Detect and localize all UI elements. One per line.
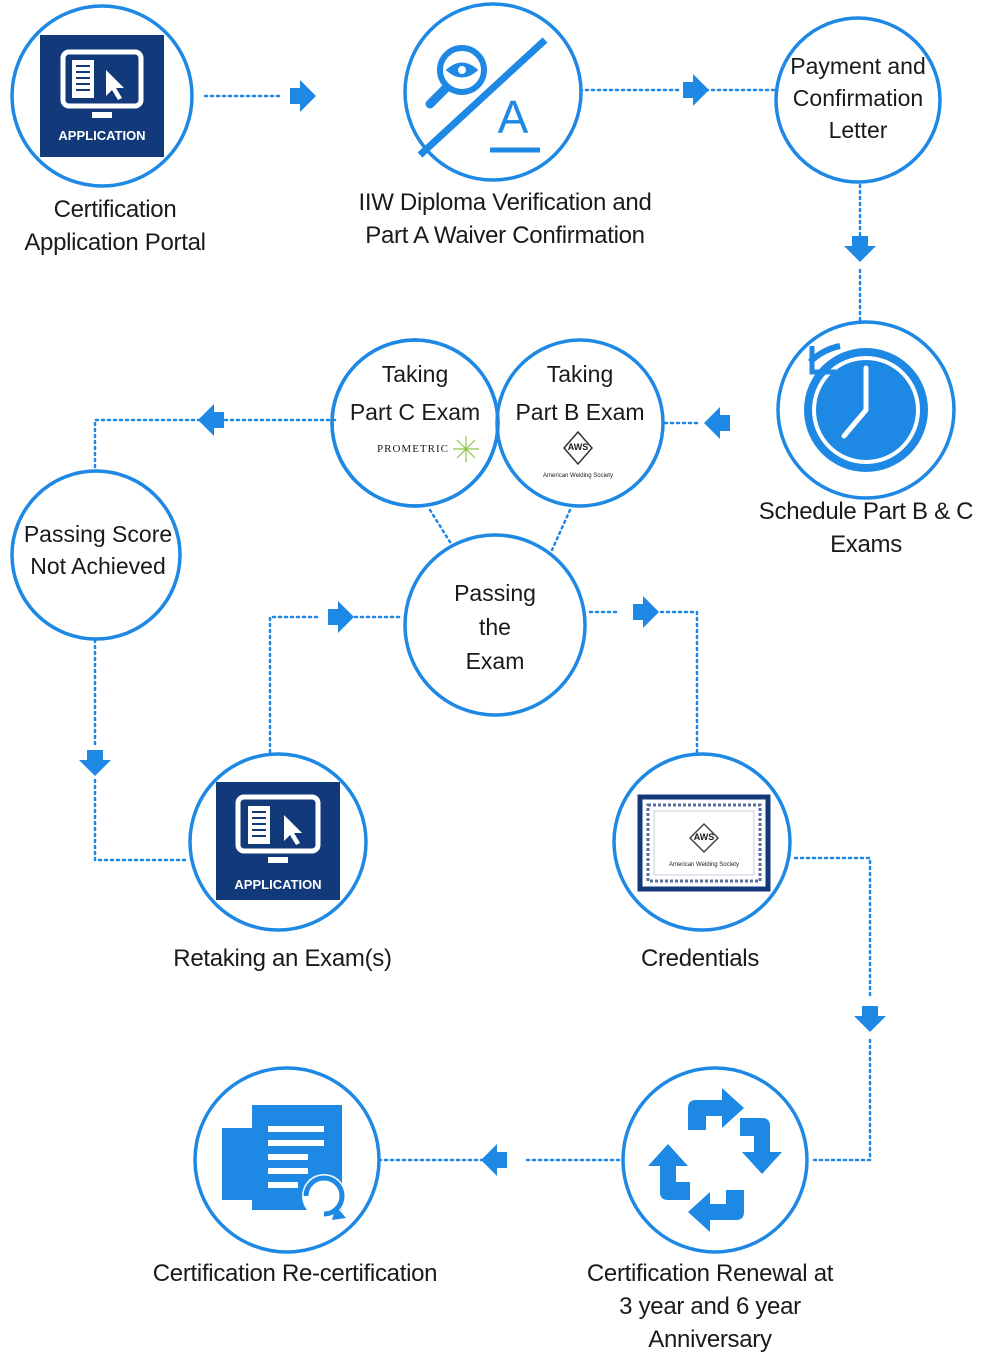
caption-recertification: Certification Re-certification: [152, 1260, 438, 1287]
prometric-logo-text: PROMETRIC: [377, 443, 449, 455]
arrow-right-icon: [683, 74, 709, 106]
credentials-logo-subtext: American Welding Society: [669, 862, 739, 868]
node-payment: [774, 16, 942, 184]
node-passing-exam: [403, 533, 587, 717]
document-refresh-icon: [222, 1105, 346, 1220]
arrow-down-icon: [844, 236, 876, 262]
caption-renewal: Certification Renewal at 3 year and 6 ye…: [586, 1260, 834, 1353]
caption-application-portal: Certification Application Portal: [24, 196, 206, 256]
caption-retaking: Retaking an Exam(s): [173, 945, 392, 972]
application-tile-text: APPLICATION: [58, 128, 146, 143]
node-passing-score: [10, 469, 182, 641]
application-tile-text: APPLICATION: [234, 877, 322, 892]
clock-icon: [804, 343, 928, 472]
passing-score-text: Passing Score Not Achieved: [23, 521, 173, 579]
node-renewal: [621, 1066, 809, 1254]
arrow-right-icon: [633, 596, 659, 628]
application-icon: [216, 782, 340, 900]
part-c-text: Taking Part C Exam: [349, 361, 481, 425]
connectors: [93, 88, 872, 1162]
arrow-left-icon: [198, 404, 224, 436]
arrow-right-icon: [328, 601, 354, 633]
letter-a-glyph: A: [497, 91, 529, 143]
aws-logo-subtext: American Welding Society: [543, 473, 613, 479]
credentials-logo-text: AWS: [693, 832, 715, 842]
arrow-left-icon: [481, 1144, 507, 1176]
arrow-right-icon: [290, 80, 316, 112]
arrow-left-icon: [704, 407, 730, 439]
certificate-icon: [637, 794, 771, 892]
passing-exam-text: Passing the Exam: [454, 580, 536, 674]
payment-text: Payment and Confirmation Letter: [790, 53, 926, 143]
recycle-arrows-icon: [648, 1088, 782, 1232]
aws-logo-text: AWS: [567, 442, 589, 452]
caption-credentials: Credentials: [640, 945, 760, 972]
aws-logo-icon: [563, 430, 593, 466]
prometric-logo-icon: [453, 436, 479, 462]
arrow-down-icon: [79, 750, 111, 776]
arrow-down-icon: [854, 1006, 886, 1032]
caption-diploma-verification: IIW Diploma Verification and Part A Waiv…: [358, 189, 652, 249]
application-icon: [40, 35, 164, 157]
caption-schedule: Schedule Part B & C Exams: [758, 498, 974, 558]
magnifier-eye-icon: [417, 37, 548, 158]
part-b-text: Taking Part B Exam: [515, 361, 645, 425]
